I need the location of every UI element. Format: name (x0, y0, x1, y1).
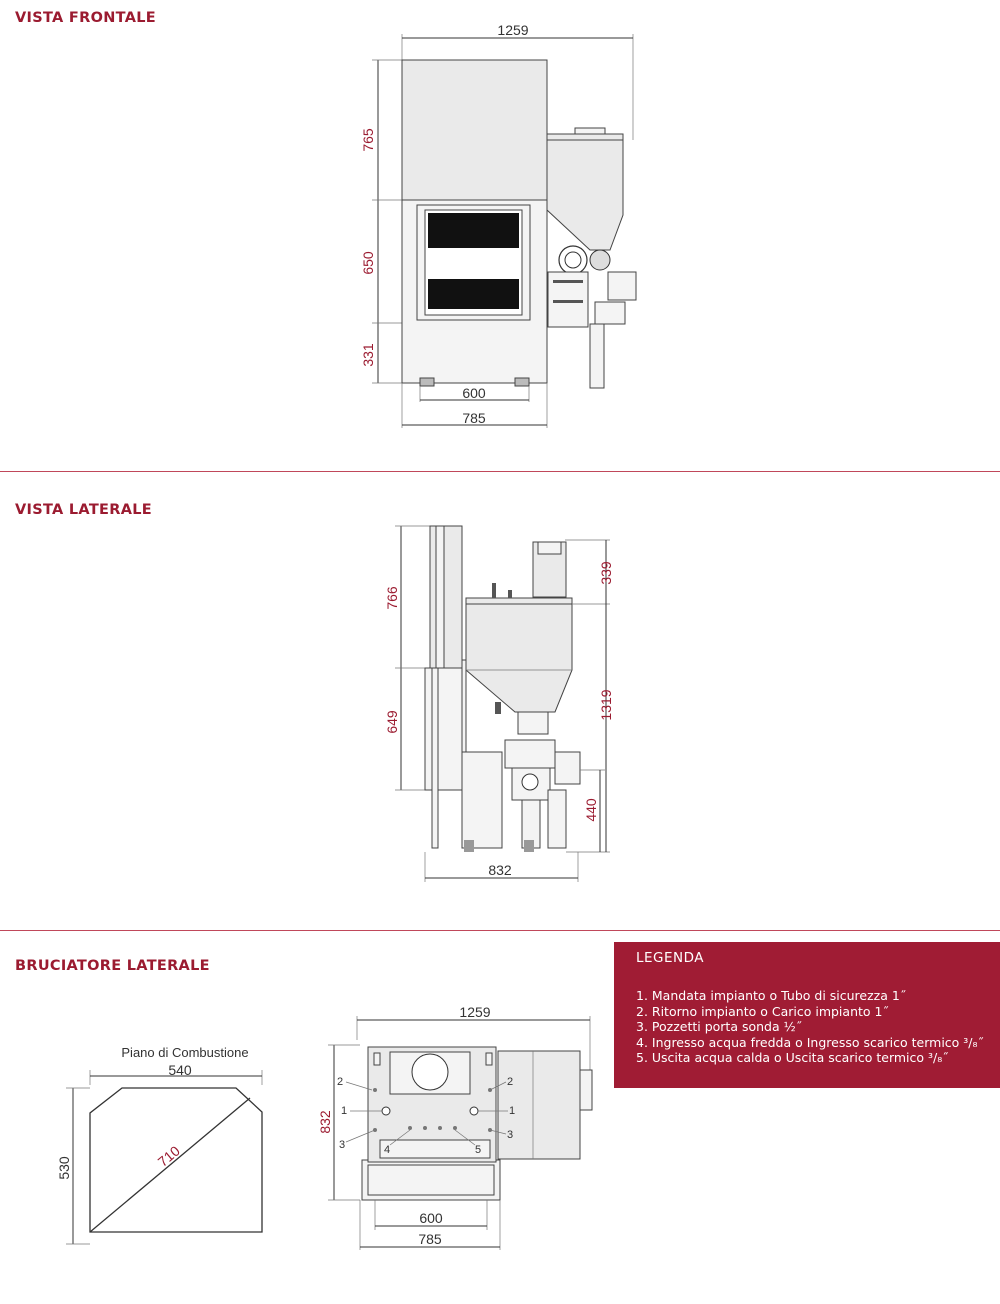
marker-3-right: 3 (507, 1129, 513, 1141)
side-view-drawing: 766 649 339 1319 440 832 (384, 525, 614, 882)
dim-side-h-bottom-right: 440 (583, 798, 599, 822)
legend-title: LEGENDA (636, 950, 705, 966)
dim-burner-base-inner: 600 (419, 1210, 443, 1226)
marker-2-left: 2 (337, 1076, 343, 1088)
front-glass-top (428, 213, 519, 248)
port-1-right (469, 1106, 479, 1116)
legend-list: 1. Mandata impianto o Tubo di sicurezza … (636, 988, 984, 1066)
section-title-burner: BRUCIATORE LATERALE (15, 958, 210, 974)
dim-front-h-mid: 650 (360, 251, 376, 275)
burner-flue-circle (411, 1053, 449, 1091)
dim-burner-depth: 832 (317, 1110, 333, 1134)
legend-panel: LEGENDA 1. Mandata impianto o Tubo di si… (614, 942, 1000, 1088)
legend-item-3: 3. Pozzetti porta sonda ½˝ (636, 1019, 802, 1034)
legend-item-4: 4. Ingresso acqua fredda o Ingresso scar… (636, 1034, 984, 1050)
section-title-front: VISTA FRONTALE (15, 10, 156, 26)
front-hopper (546, 139, 624, 251)
dim-burner-width-total: 1259 (459, 1004, 490, 1020)
port-1-left (381, 1106, 391, 1116)
marker-4: 4 (384, 1144, 390, 1156)
dim-front-h-top: 765 (360, 128, 376, 152)
dim-front-width-total: 1259 (497, 22, 528, 38)
front-glass-bottom (428, 279, 519, 309)
dim-plane-height: 530 (56, 1156, 72, 1180)
section-title-side: VISTA LATERALE (15, 502, 152, 518)
marker-1-right: 1 (509, 1105, 515, 1117)
dim-plane-width: 540 (168, 1062, 192, 1078)
dim-burner-base-outer: 785 (418, 1231, 442, 1247)
dim-side-h-bottom-left: 649 (384, 710, 400, 734)
divider-2 (0, 930, 1000, 931)
marker-5: 5 (475, 1144, 481, 1156)
dim-side-h-top-right: 339 (598, 561, 614, 585)
dim-side-h-top-left: 766 (384, 586, 400, 610)
dim-front-base-outer: 785 (462, 410, 486, 426)
legend-item-5: 5. Uscita acqua calda o Uscita scarico t… (636, 1050, 949, 1065)
dim-front-base-inner: 600 (462, 385, 486, 401)
front-view-drawing: 1259 765 650 331 600 785 (360, 22, 637, 428)
marker-3-left: 3 (339, 1139, 345, 1151)
plane-label: Piano di Combustione (121, 1045, 248, 1060)
dim-side-h-mid-right: 1319 (598, 689, 614, 720)
front-leg (589, 323, 605, 389)
side-hood (429, 525, 463, 669)
dim-front-h-bottom: 331 (360, 343, 376, 367)
legend-item-1: 1. Mandata impianto o Tubo di sicurezza … (636, 988, 907, 1003)
marker-2-right: 2 (507, 1076, 513, 1088)
divider-1 (0, 471, 1000, 472)
side-front-panel (424, 667, 463, 791)
marker-1-left: 1 (341, 1105, 347, 1117)
legend-item-2: 2. Ritorno impianto o Carico impianto 1˝ (636, 1003, 889, 1019)
dim-side-depth: 832 (488, 862, 512, 878)
